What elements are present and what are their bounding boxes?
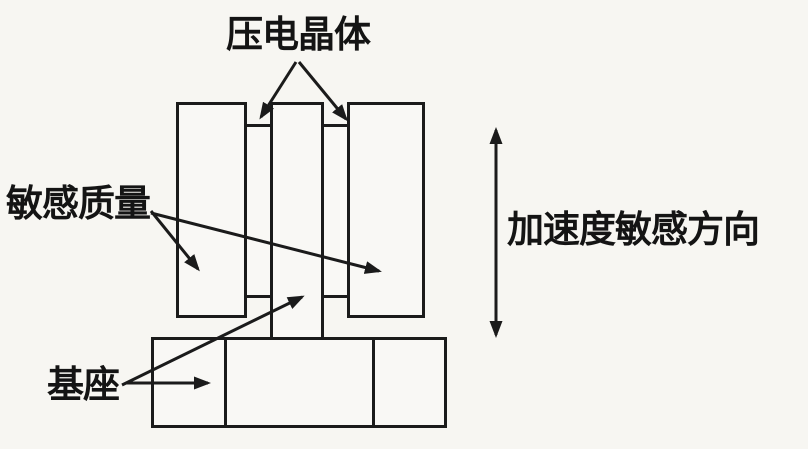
right-mass-block — [347, 102, 425, 318]
base-label: 基座 — [47, 364, 120, 405]
right-piezo-crystal-strip — [321, 124, 350, 298]
seismic-mass-label: 敏感质量 — [6, 183, 151, 224]
center-post — [270, 102, 324, 340]
sensitive-direction-label: 加速度敏感方向 — [507, 209, 760, 250]
base-block — [151, 337, 447, 428]
base-divider-right — [372, 337, 375, 428]
base-divider-left — [224, 337, 227, 428]
piezo-crystal-label: 压电晶体 — [226, 14, 371, 55]
left-mass-block — [176, 102, 247, 318]
left-piezo-crystal-strip — [244, 124, 273, 298]
